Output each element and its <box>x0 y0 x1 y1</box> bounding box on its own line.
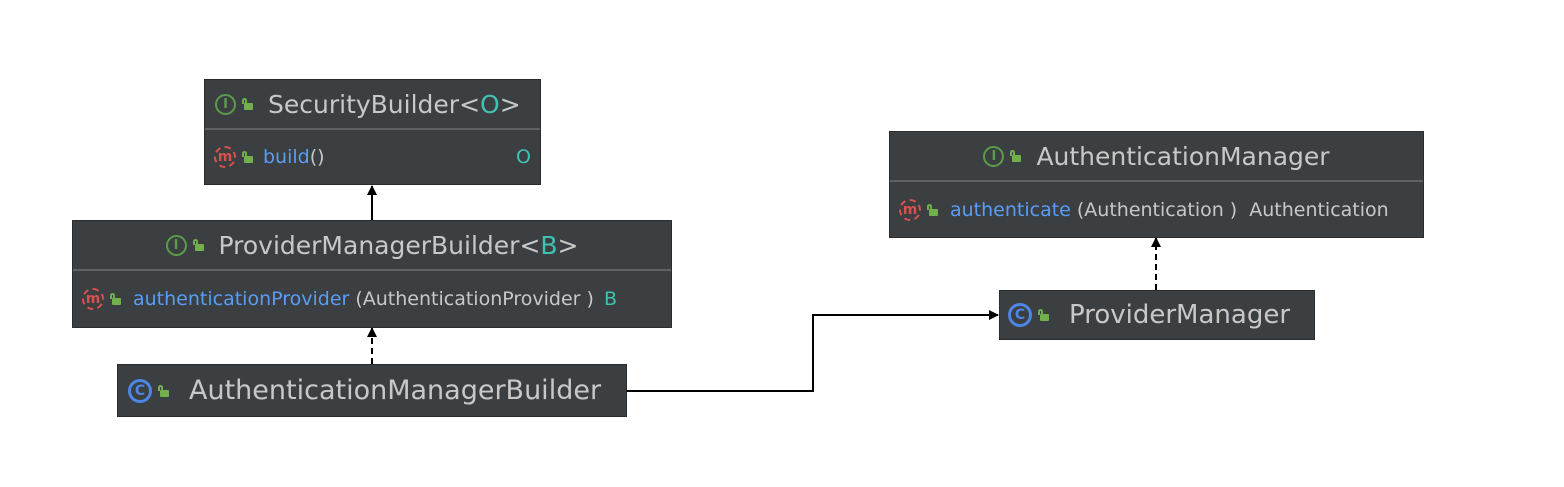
class-name: ProviderManager <box>1069 300 1291 330</box>
public-lock-icon <box>1010 150 1022 162</box>
authentication-manager-header: I AuthenticationManager <box>890 132 1423 180</box>
method-row-build[interactable]: m build() O <box>205 128 540 184</box>
method-name: authenticate <box>950 198 1071 221</box>
method-name: authenticationProvider <box>133 288 350 310</box>
provider-manager-node[interactable]: C ProviderManager <box>999 290 1315 340</box>
return-type: B <box>603 288 617 310</box>
method-icon: m <box>214 146 236 168</box>
interface-icon: I <box>215 93 236 115</box>
class-name: AuthenticationManager <box>1036 141 1330 171</box>
interface-icon: I <box>165 234 187 256</box>
interface-icon: I <box>983 145 1005 167</box>
public-lock-icon <box>158 384 169 397</box>
authentication-manager-builder-node[interactable]: C AuthenticationManagerBuilder <box>117 364 627 417</box>
security-builder-header: I SecurityBuilder<O> <box>205 80 540 128</box>
class-icon: C <box>128 378 152 403</box>
method-params: (Authentication ) <box>1076 198 1238 221</box>
provider-manager-builder-header: I ProviderManagerBuilder<B> <box>73 221 671 269</box>
authentication-manager-node[interactable]: I AuthenticationManager m authenticate (… <box>889 131 1424 238</box>
authentication-manager-builder-header: C AuthenticationManagerBuilder <box>118 365 626 416</box>
public-lock-icon <box>242 151 253 163</box>
method-icon: m <box>899 198 921 221</box>
security-builder-node[interactable]: I SecurityBuilder<O> m build() O <box>204 79 541 185</box>
method-row-authenticate[interactable]: m authenticate (Authentication ) Authent… <box>890 180 1423 237</box>
public-lock-icon <box>927 203 938 216</box>
public-lock-icon <box>1038 309 1049 321</box>
method-params: (AuthenticationProvider ) <box>355 288 594 310</box>
class-name: ProviderManagerBuilder<B> <box>218 230 579 260</box>
return-type: Authentication <box>1249 198 1389 221</box>
class-icon: C <box>1008 303 1032 327</box>
return-type: O <box>516 146 531 168</box>
method-name: build <box>263 146 310 168</box>
public-lock-icon <box>242 98 253 110</box>
class-name: AuthenticationManagerBuilder <box>189 375 602 406</box>
method-icon: m <box>82 288 104 310</box>
edge-amb-to-pm <box>627 310 999 392</box>
provider-manager-builder-node[interactable]: I ProviderManagerBuilder<B> m authentica… <box>72 220 672 328</box>
public-lock-icon <box>110 293 121 305</box>
method-row-authentication-provider[interactable]: m authenticationProvider (Authentication… <box>73 269 671 327</box>
class-name: SecurityBuilder<O> <box>268 89 521 119</box>
public-lock-icon <box>192 239 204 251</box>
provider-manager-header: C ProviderManager <box>1000 291 1314 339</box>
method-params: () <box>309 146 325 168</box>
